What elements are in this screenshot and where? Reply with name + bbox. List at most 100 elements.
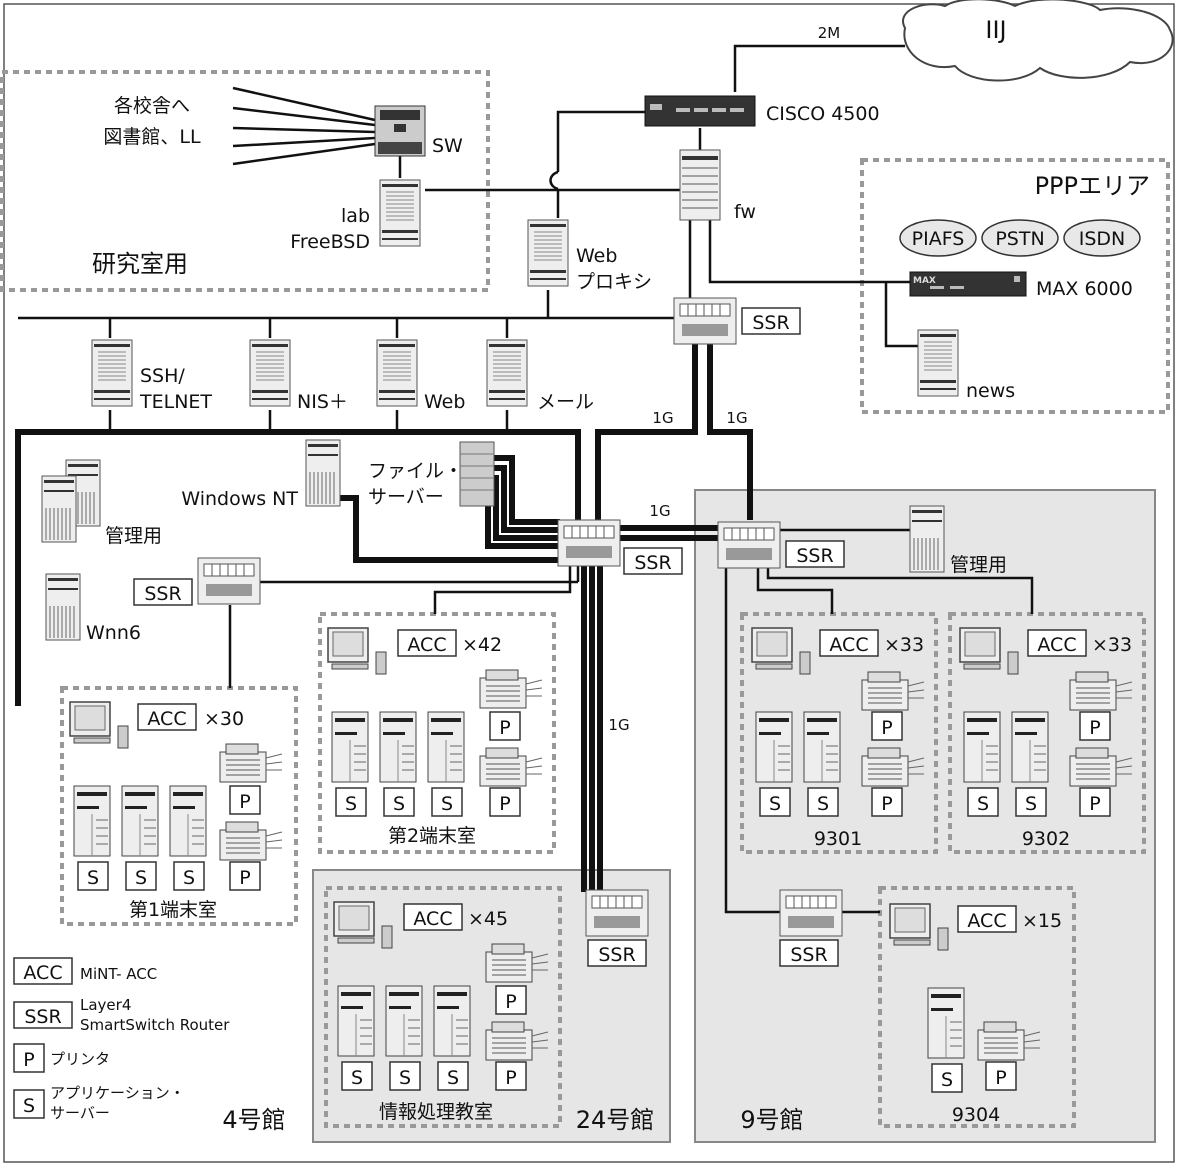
ssr-device-9-core bbox=[717, 521, 781, 569]
svg-text:ACC: ACC bbox=[967, 910, 1006, 932]
router-label: CISCO 4500 bbox=[766, 103, 880, 125]
room-9302-zone bbox=[948, 612, 1146, 854]
svg-text:S: S bbox=[1025, 793, 1037, 815]
thick-links bbox=[15, 342, 753, 892]
admin-label: 管理用 bbox=[105, 525, 162, 547]
svg-text:SSR: SSR bbox=[752, 312, 789, 334]
svg-text:S: S bbox=[399, 1067, 411, 1089]
svg-text:S: S bbox=[941, 1069, 953, 1091]
svg-text:P: P bbox=[23, 1049, 34, 1071]
internet-label: IIJ bbox=[985, 16, 1006, 44]
room-9301-zone bbox=[740, 612, 938, 854]
legend: ACC MiNT- ACC SSR Layer4 SmartSwitch Rou… bbox=[13, 957, 230, 1122]
fanout-line1: 各校舎へ bbox=[114, 95, 190, 117]
mail-server bbox=[486, 339, 528, 407]
diagram-frame bbox=[3, 3, 1175, 1163]
mail-label: メール bbox=[537, 391, 594, 413]
file-server bbox=[459, 441, 495, 507]
svg-text:×45: ×45 bbox=[468, 908, 508, 930]
svg-text:S: S bbox=[135, 867, 147, 889]
proxy-line1: Web bbox=[576, 245, 617, 267]
room-9302: ACC ×33 P P S S 9302 bbox=[959, 627, 1133, 850]
firewall-server bbox=[679, 149, 721, 221]
admin-server-9 bbox=[909, 505, 945, 573]
svg-text:×15: ×15 bbox=[1022, 910, 1062, 932]
ssr-label-9304: SSR bbox=[779, 939, 839, 967]
room-2: ACC ×42 P P S S S 第2端末室 bbox=[327, 627, 543, 847]
room-2-zone bbox=[318, 612, 556, 854]
room-3: ACC ×45 P P S S S 情報処理教室 bbox=[333, 901, 549, 1123]
ssr-device-core bbox=[557, 519, 621, 567]
svg-text:SSR: SSR bbox=[790, 944, 827, 966]
thin-links bbox=[18, 44, 1034, 914]
svg-text:S: S bbox=[351, 1067, 363, 1089]
windows-nt-server bbox=[305, 439, 341, 507]
svg-text:×42: ×42 bbox=[462, 634, 502, 656]
svg-text:P: P bbox=[1089, 717, 1100, 739]
wnn-label: Wnn6 bbox=[86, 622, 141, 644]
svg-text:×30: ×30 bbox=[204, 708, 244, 730]
firewall-label: fw bbox=[734, 201, 756, 223]
room-9304-name: 9304 bbox=[952, 1104, 1000, 1126]
lab-server-line1: lab bbox=[341, 205, 370, 227]
web-label: Web bbox=[424, 391, 465, 413]
lab-zone bbox=[0, 70, 490, 292]
ssh-telnet-server bbox=[91, 339, 133, 407]
oval-piafs bbox=[899, 219, 977, 257]
internet-cloud bbox=[902, 0, 1174, 82]
room-9301-name: 9301 bbox=[814, 828, 862, 850]
ssr-label-top: SSR bbox=[741, 307, 801, 335]
admin9-label: 管理用 bbox=[950, 554, 1007, 576]
svg-text:PIAFS: PIAFS bbox=[912, 228, 965, 250]
building-24-label: 24号館 bbox=[576, 1106, 655, 1134]
ppp-zone bbox=[860, 158, 1170, 414]
svg-text:ACC: ACC bbox=[23, 962, 62, 984]
svg-text:S: S bbox=[441, 793, 453, 815]
building-4-label: 4号館 bbox=[222, 1106, 285, 1134]
link-2m: 2M bbox=[818, 24, 841, 42]
svg-text:P: P bbox=[499, 717, 510, 739]
svg-text:P: P bbox=[881, 793, 892, 815]
web-server bbox=[376, 339, 418, 407]
ssr-device-9304 bbox=[779, 889, 843, 937]
lab-server-line2: FreeBSD bbox=[290, 231, 370, 253]
svg-text:P: P bbox=[239, 867, 250, 889]
ssr-device-top bbox=[673, 297, 737, 345]
sw-switch bbox=[374, 105, 426, 157]
oval-pstn bbox=[981, 219, 1059, 257]
link-1g-d: 1G bbox=[608, 716, 629, 734]
room-9302-name: 9302 bbox=[1022, 828, 1070, 850]
proxy-line2: プロキシ bbox=[576, 271, 652, 293]
ssr-device-24 bbox=[585, 889, 649, 937]
svg-text:SSR: SSR bbox=[24, 1006, 61, 1028]
ssr-label-9-core: SSR bbox=[785, 540, 845, 568]
svg-text:S: S bbox=[183, 867, 195, 889]
svg-text:P: P bbox=[499, 793, 510, 815]
svg-text:P: P bbox=[505, 1067, 516, 1089]
max-label: MAX 6000 bbox=[1036, 278, 1133, 300]
svg-text:P: P bbox=[1089, 793, 1100, 815]
ppp-title: PPPエリア bbox=[1035, 172, 1150, 200]
svg-text:S: S bbox=[345, 793, 357, 815]
svg-text:アプリケーション・: アプリケーション・ bbox=[50, 1084, 185, 1102]
room-3-name: 情報処理教室 bbox=[379, 1101, 493, 1123]
oval-isdn bbox=[1063, 219, 1141, 257]
svg-text:ISDN: ISDN bbox=[1079, 228, 1126, 250]
svg-text:P: P bbox=[505, 991, 516, 1013]
room-1-zone bbox=[60, 686, 298, 926]
svg-text:S: S bbox=[87, 867, 99, 889]
room-3-zone bbox=[324, 886, 562, 1128]
winnt-label: Windows NT bbox=[181, 488, 298, 510]
fanout-line2: 図書館、LL bbox=[103, 126, 201, 148]
svg-text:SSR: SSR bbox=[144, 583, 181, 605]
svg-text:P: P bbox=[239, 791, 250, 813]
lab-zone-title: 研究室用 bbox=[92, 250, 188, 278]
svg-text:SSR: SSR bbox=[598, 944, 635, 966]
svg-text:MiNT- ACC: MiNT- ACC bbox=[80, 965, 157, 983]
svg-text:ACC: ACC bbox=[407, 634, 446, 656]
room-1-name: 第1端末室 bbox=[129, 899, 217, 921]
svg-text:SSR: SSR bbox=[634, 552, 671, 574]
svg-text:ACC: ACC bbox=[1037, 634, 1076, 656]
svg-text:S: S bbox=[393, 793, 405, 815]
